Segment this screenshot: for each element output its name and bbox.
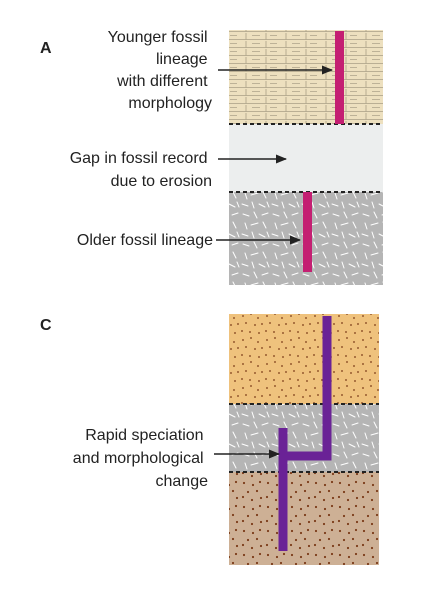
- older-lineage-label: Older fossil lineage: [77, 232, 213, 249]
- older-lineage-bar: [303, 192, 312, 272]
- speciation-label-line-1: Rapid speciation: [85, 427, 203, 444]
- younger-label-line-2: lineage: [156, 51, 208, 68]
- younger-label-line-3: with different: [116, 73, 208, 90]
- speciation-label-line-2: and morphological: [73, 450, 204, 467]
- panel-a-letter: A: [40, 40, 52, 57]
- lower-sandstone-layer: [229, 472, 379, 565]
- younger-lineage-bar: [335, 31, 344, 124]
- speciation-label-line-3: change: [156, 473, 209, 490]
- panel-c-letter: C: [40, 317, 52, 334]
- upper-sandstone-layer: [229, 314, 379, 404]
- speciation-lineage-path: [278, 316, 332, 551]
- younger-label-line-1: Younger fossil: [108, 29, 208, 46]
- older-label-line-1: Older fossil lineage: [77, 232, 213, 249]
- gap-label-line-1: Gap in fossil record: [70, 150, 208, 167]
- younger-label-line-4: morphology: [128, 95, 212, 112]
- limestone-layer: [229, 30, 383, 124]
- gap-label: Gap in fossil record due to erosion: [70, 150, 212, 190]
- erosion-gap-layer: [229, 124, 383, 192]
- speciation-label: Rapid speciation and morphological chang…: [73, 427, 208, 490]
- younger-lineage-label: Younger fossil lineage with different mo…: [108, 29, 212, 112]
- middle-rock-layer: [229, 404, 379, 472]
- gap-label-line-2: due to erosion: [111, 173, 212, 190]
